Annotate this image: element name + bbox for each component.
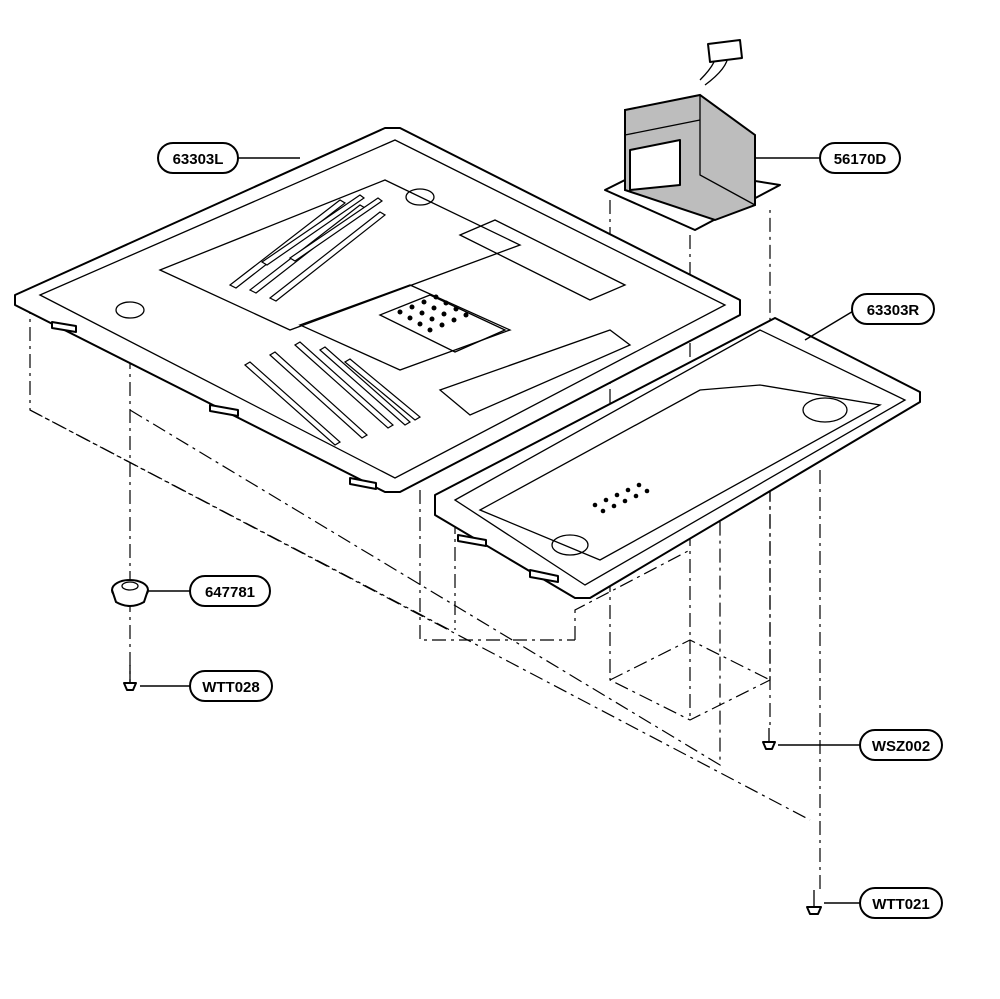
callout-WSZ002: WSZ002 [859,729,943,761]
screw-wtt028 [123,665,137,691]
transformer [604,39,781,231]
callout-647781: 647781 [189,575,271,607]
callout-WTT028: WTT028 [189,670,273,702]
callout-WTT021: WTT021 [859,887,943,919]
label-WSZ002: WSZ002 [872,738,930,755]
callout-56170D: 56170D [819,142,901,174]
label-WTT028: WTT028 [202,679,260,696]
leader-lines [140,157,862,904]
callout-63303R: 63303R [851,293,935,325]
base-plate-left [14,127,741,493]
callout-63303L: 63303L [157,142,239,174]
label-63303R: 63303R [867,302,920,319]
label-56170D: 56170D [834,151,887,168]
vent-slots-upper [228,194,387,302]
label-647781: 647781 [205,584,255,601]
projection-guides [29,200,821,890]
screw-wtt021 [806,890,822,915]
perforation-grid-right [592,482,650,514]
rubber-foot [111,579,149,607]
label-63303L: 63303L [173,151,224,168]
screw-wsz002 [762,728,776,750]
base-plate-right [434,317,921,599]
label-WTT021: WTT021 [872,896,930,913]
vent-slots-lower [243,341,422,446]
perforation-grid [397,294,469,333]
